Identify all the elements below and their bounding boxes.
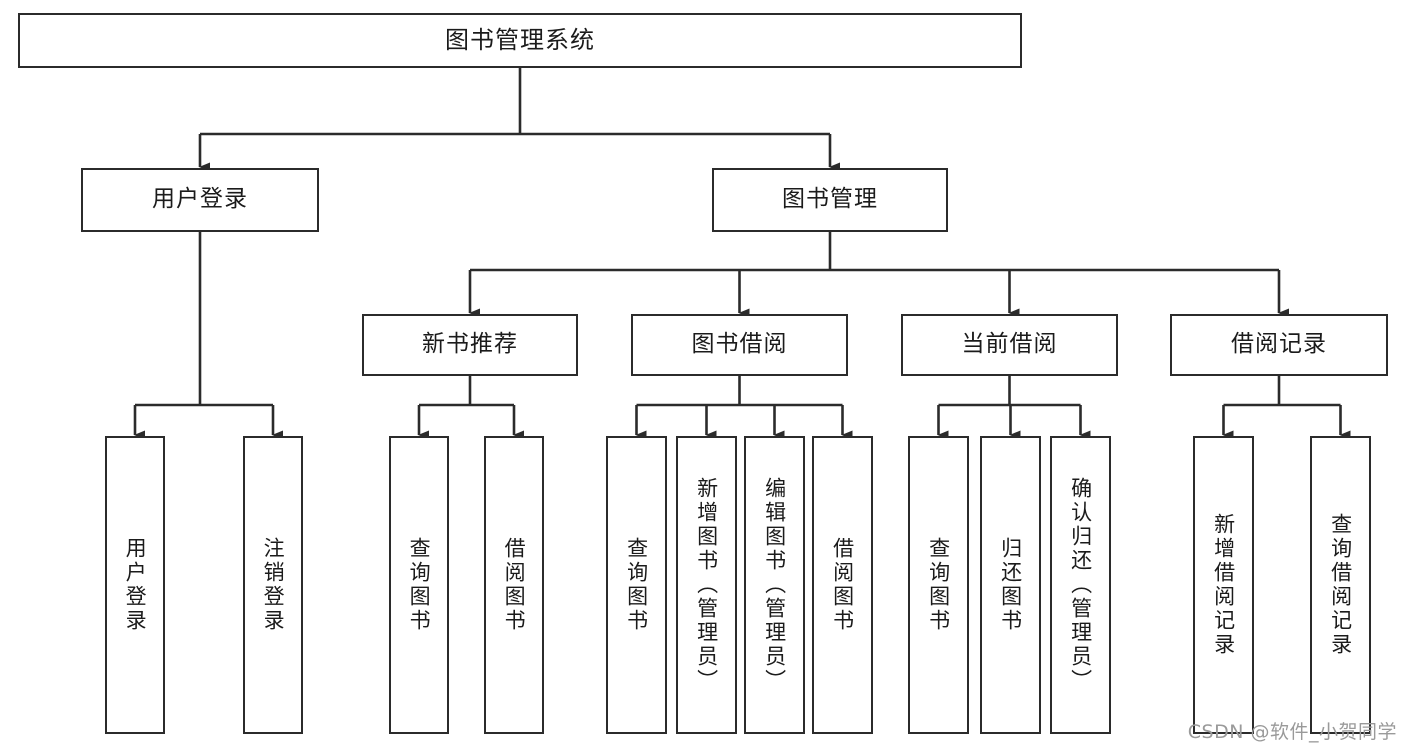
node-label: 用户登录 xyxy=(152,186,248,213)
node-label: 查询图书 xyxy=(926,537,951,633)
node-leaf-query-record[interactable]: 查询借阅记录 xyxy=(1310,436,1371,734)
node-leaf-borrow-book-2[interactable]: 借阅图书 xyxy=(812,436,873,734)
node-leaf-user-logout[interactable]: 注销登录 xyxy=(243,436,303,734)
node-leaf-return-book[interactable]: 归还图书 xyxy=(980,436,1041,734)
node-leaf-add-record[interactable]: 新增借阅记录 xyxy=(1193,436,1254,734)
node-label: 图书管理 xyxy=(782,186,878,213)
node-leaf-query-book-3[interactable]: 查询图书 xyxy=(908,436,969,734)
node-label: 当前借阅 xyxy=(961,331,1058,358)
node-leaf-query-book-2[interactable]: 查询图书 xyxy=(606,436,667,734)
node-label: 借阅记录 xyxy=(1231,331,1327,358)
node-label: 确认归还（管理员） xyxy=(1068,477,1093,693)
node-label: 用户登录 xyxy=(123,537,148,633)
node-root[interactable]: 图书管理系统 xyxy=(18,13,1022,68)
node-label: 归还图书 xyxy=(998,537,1023,633)
node-label: 图书借阅 xyxy=(691,331,788,358)
node-user-login[interactable]: 用户登录 xyxy=(81,168,319,232)
node-label: 借阅图书 xyxy=(502,537,527,633)
node-label: 新增图书（管理员） xyxy=(694,477,719,693)
node-leaf-add-book[interactable]: 新增图书（管理员） xyxy=(676,436,737,734)
node-new-book-rec[interactable]: 新书推荐 xyxy=(362,314,578,376)
node-book-manage[interactable]: 图书管理 xyxy=(712,168,948,232)
node-label: 查询图书 xyxy=(624,537,649,633)
node-label: 查询图书 xyxy=(407,537,432,633)
node-leaf-confirm-return[interactable]: 确认归还（管理员） xyxy=(1050,436,1111,734)
node-leaf-borrow-book-1[interactable]: 借阅图书 xyxy=(484,436,544,734)
node-label: 编辑图书（管理员） xyxy=(762,477,787,693)
node-label: 图书管理系统 xyxy=(445,26,595,55)
node-label: 新书推荐 xyxy=(422,331,518,358)
node-label: 查询借阅记录 xyxy=(1328,513,1353,657)
node-leaf-query-book-1[interactable]: 查询图书 xyxy=(389,436,449,734)
node-label: 注销登录 xyxy=(261,537,286,633)
node-leaf-edit-book[interactable]: 编辑图书（管理员） xyxy=(744,436,805,734)
node-borrow-record[interactable]: 借阅记录 xyxy=(1170,314,1388,376)
node-leaf-user-login[interactable]: 用户登录 xyxy=(105,436,165,734)
node-book-borrow[interactable]: 图书借阅 xyxy=(631,314,848,376)
node-label: 借阅图书 xyxy=(830,537,855,633)
node-current-borrow[interactable]: 当前借阅 xyxy=(901,314,1118,376)
node-label: 新增借阅记录 xyxy=(1211,513,1236,657)
